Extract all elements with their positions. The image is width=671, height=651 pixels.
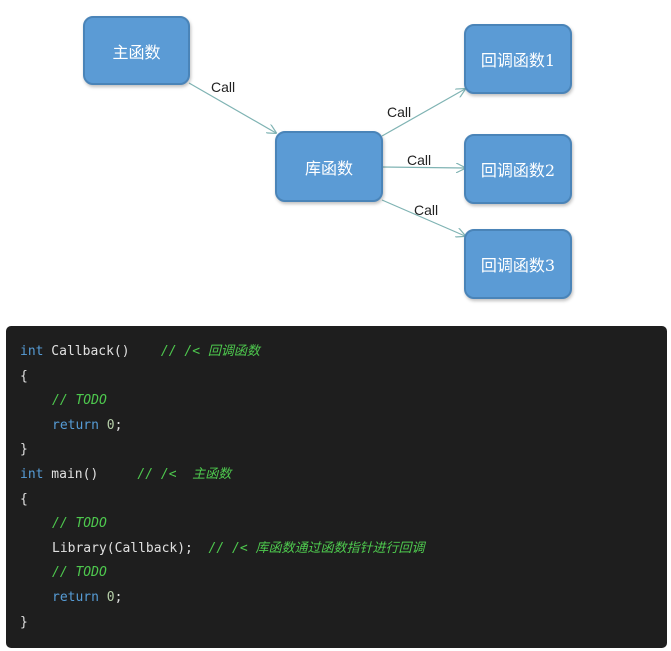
code-line: return 0;: [20, 586, 653, 611]
code-text: Callback(): [43, 344, 161, 359]
code-line: // TODO: [20, 389, 653, 414]
code-text: ;: [114, 417, 123, 433]
code-text: }: [20, 614, 28, 630]
code-comment: // /< 回调函数: [160, 344, 260, 359]
code-text: main(): [43, 466, 138, 482]
diagram-arrows: [188, 82, 671, 320]
code-text: [99, 590, 107, 605]
code-text: ;: [114, 589, 123, 605]
code-keyword: int: [20, 344, 44, 359]
arrow-main-to-library: [188, 82, 276, 133]
code-line: // TODO: [20, 561, 653, 586]
callback-diagram: 主函数 库函数 回调函数1 回调函数2 回调函数3 Call Call Call…: [0, 0, 671, 320]
code-text: {: [20, 491, 28, 507]
code-comment: // /< 主函数: [137, 466, 232, 482]
code-text: Library(Callback);: [52, 540, 209, 556]
code-keyword: return: [52, 589, 99, 605]
code-block: int Callback() // /< 回调函数 { // TODO return …: [6, 326, 667, 648]
code-text: [99, 418, 107, 433]
arrow-library-to-callback3: [381, 199, 465, 236]
node-callback-1: 回调函数1: [464, 24, 572, 94]
code-line: }: [20, 611, 653, 636]
code-line: int main() // /< 主函数: [20, 463, 653, 488]
code-line: {: [20, 365, 653, 390]
code-text: }: [20, 442, 28, 458]
code-comment: // TODO: [52, 393, 107, 409]
code-number: 0: [106, 589, 115, 605]
code-comment: // /< 库函数通过函数指针进行回调: [208, 540, 425, 556]
label-call-callback3: Call: [414, 202, 439, 218]
code-line: int Callback() // /< 回调函数: [20, 340, 653, 365]
code-number: 0: [106, 417, 115, 433]
node-main-function: 主函数: [83, 16, 190, 85]
code-line: return 0;: [20, 414, 653, 439]
arrow-library-to-callback1: [381, 89, 465, 137]
code-keyword: return: [52, 417, 99, 433]
code-line: // TODO: [20, 512, 653, 537]
label-call-main-library: Call: [211, 79, 236, 95]
code-text: {: [20, 368, 28, 384]
label-call-callback1: Call: [387, 104, 412, 120]
node-library-function: 库函数: [275, 131, 383, 202]
node-callback-3: 回调函数3: [464, 229, 572, 299]
node-callback-2: 回调函数2: [464, 134, 572, 204]
code-line: {: [20, 488, 653, 513]
arrow-library-to-callback2: [381, 167, 465, 168]
label-call-callback2: Call: [407, 152, 432, 168]
code-line: Library(Callback); // /< 库函数通过函数指针进行回调: [20, 537, 653, 562]
code-line: }: [20, 438, 653, 463]
code-comment: // TODO: [52, 565, 107, 581]
code-keyword: int: [20, 466, 44, 482]
code-comment: // TODO: [52, 516, 107, 532]
